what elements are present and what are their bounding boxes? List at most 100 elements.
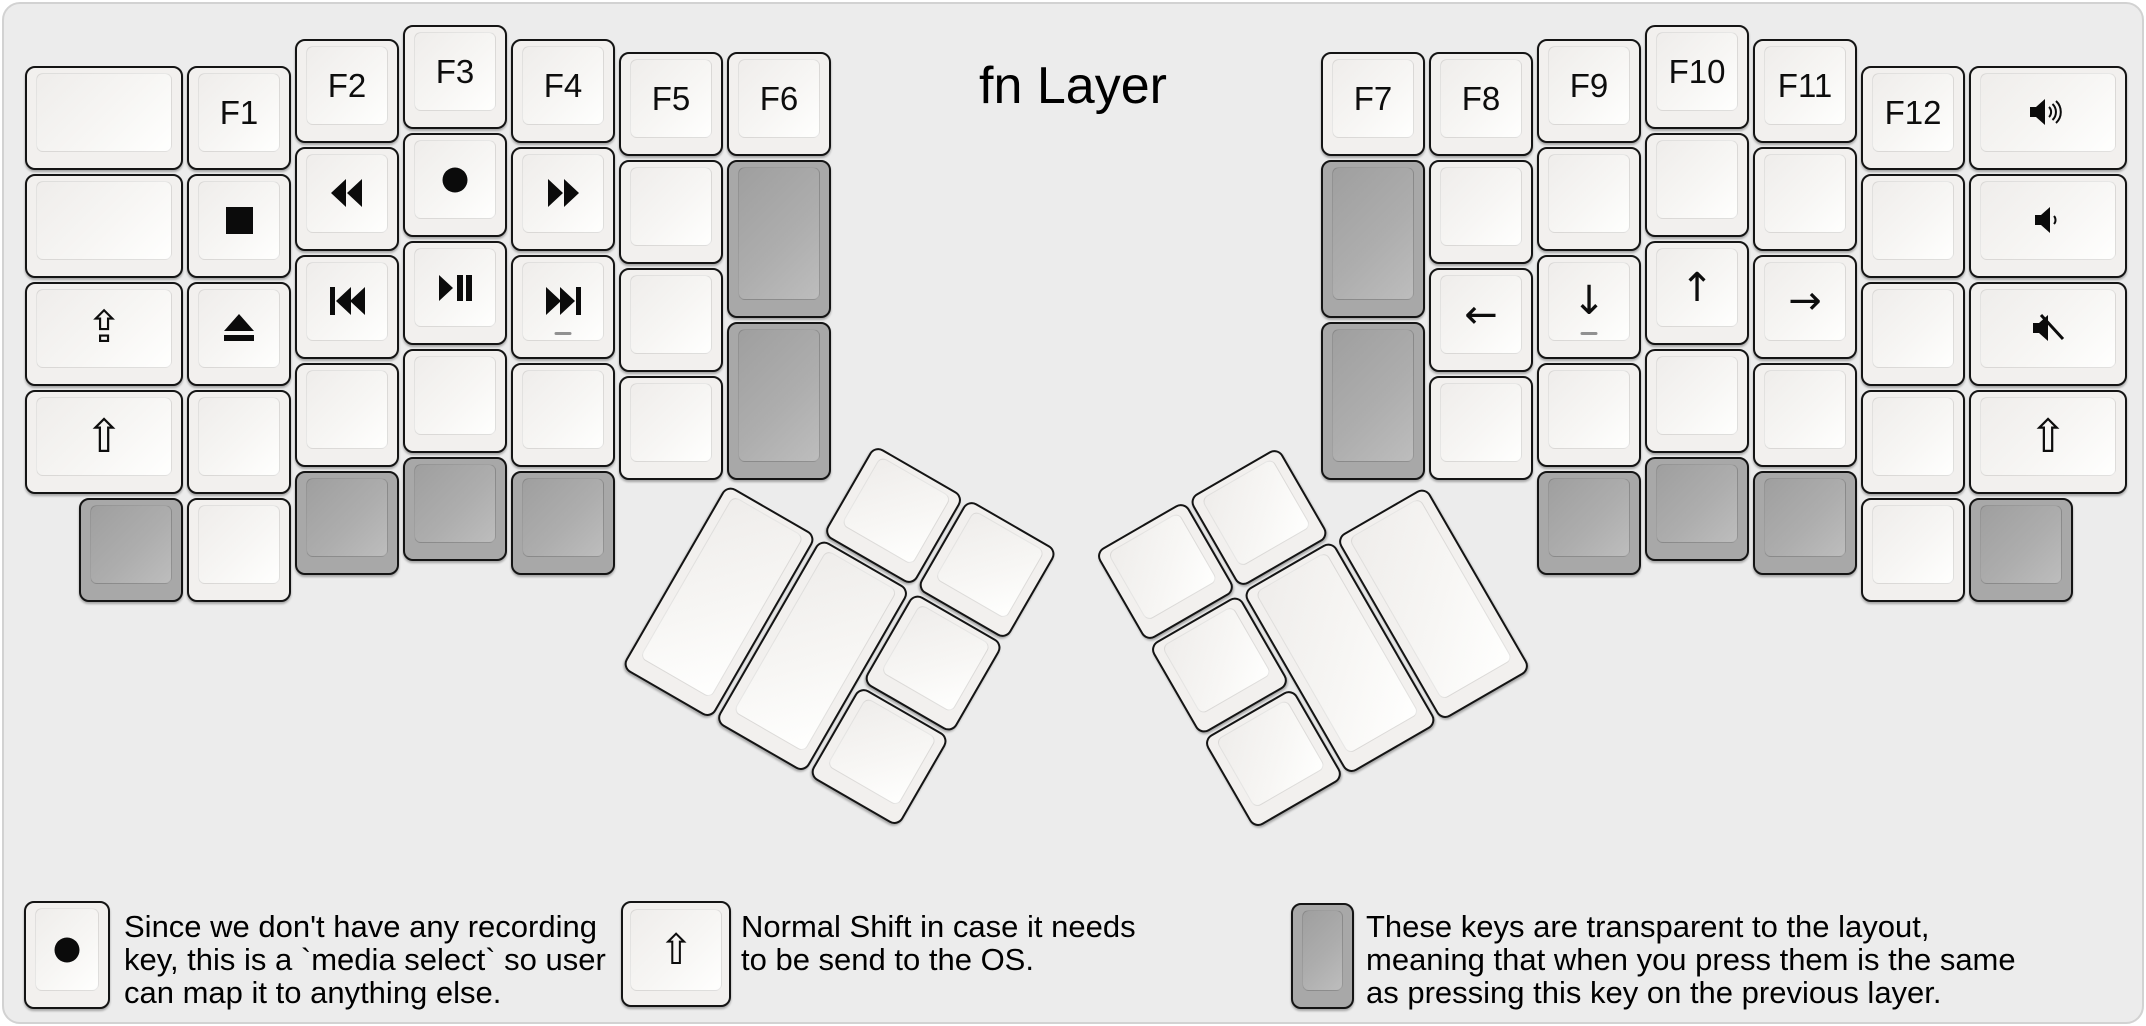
key-blank[interactable] [511,362,615,467]
key-f3[interactable]: F3 [403,25,507,129]
key-f10[interactable]: F10 [1645,25,1749,129]
key-label: F10 [1668,53,1726,90]
playpause-icon [438,274,472,302]
keycap-surface [306,261,388,341]
key-blank[interactable] [1753,146,1857,251]
key-blank[interactable] [619,376,723,480]
key-label: F7 [1353,80,1393,117]
key-label: F8 [1461,80,1501,117]
legend-transparent-text: These keys are transparent to the layout… [1366,909,2016,1010]
key-blank[interactable] [1861,281,1965,386]
keycap-surface [522,369,604,449]
keycap-surface [1764,477,1846,557]
key-blank[interactable] [1429,160,1533,264]
keycap-surface [198,288,280,368]
key-transparent[interactable] [1537,470,1641,575]
key-glyph: ↓ [1572,278,1606,324]
key-transparent[interactable] [403,457,507,561]
key-transparent[interactable] [511,470,615,575]
key-f8[interactable]: F8 [1429,52,1533,156]
key-blank[interactable] [1537,362,1641,467]
key-blank[interactable] [619,160,723,264]
key-blank[interactable] [1861,389,1965,494]
key-transparent[interactable] [79,497,183,602]
key-transparent[interactable] [1645,457,1749,561]
key-fast-forward[interactable] [511,146,615,251]
key-f11[interactable]: F11 [1753,38,1857,143]
key-next-track[interactable] [511,254,615,359]
key-arrow-right[interactable]: → [1753,254,1857,359]
key-blank[interactable] [25,65,183,170]
key-blank[interactable] [187,497,291,602]
key-caps-lock[interactable]: ⇪ [25,281,183,386]
key-record[interactable] [403,133,507,237]
key-blank[interactable] [1861,173,1965,278]
key-transparent[interactable] [1321,160,1425,318]
keycap-surface [414,464,496,543]
key-f6[interactable]: F6 [727,52,831,156]
legend-key-transparent [1291,903,1354,1009]
key-glyph: ⇪ [85,302,123,353]
keycap-surface [1656,356,1738,435]
keycap-surface: → [1764,261,1846,341]
key-blank[interactable] [187,389,291,494]
key-glyph: ⇧ [2028,409,2068,463]
key-stop[interactable] [187,173,291,278]
key-blank[interactable] [403,349,507,453]
keycap-surface [630,167,712,246]
key-arrow-up[interactable]: ↑ [1645,241,1749,345]
key-label: F5 [651,80,691,117]
key-transparent[interactable] [1969,497,2073,602]
keycap-surface [1980,180,2116,260]
key-arrow-left[interactable]: ← [1429,268,1533,372]
rewind-icon [331,179,363,207]
keycap-surface [306,153,388,233]
key-f12[interactable]: F12 [1861,65,1965,170]
key-glyph: ⇧ [84,409,124,463]
key-blank[interactable] [1645,349,1749,453]
legend-key-⇧: ⇧ [621,901,731,1007]
keycap-surface [90,504,172,584]
key-arrow-down[interactable]: ↓ [1537,254,1641,359]
key-blank[interactable] [1753,362,1857,467]
key-f5[interactable]: F5 [619,52,723,156]
keycap-surface [841,456,952,566]
key-label: F6 [759,80,799,117]
key-transparent[interactable] [1753,470,1857,575]
key-blank[interactable] [1861,497,1965,602]
key-blank[interactable] [25,173,183,278]
key-shift-right[interactable]: ⇧ [1969,389,2127,494]
key-f9[interactable]: F9 [1537,38,1641,143]
next-icon [545,287,581,315]
key-glyph: → [1788,278,1822,324]
key-transparent[interactable] [727,160,831,318]
key-mute[interactable] [1969,281,2127,386]
key-label: F4 [543,66,583,104]
key-blank[interactable] [1645,133,1749,237]
key-f4[interactable]: F4 [511,38,615,143]
keycap-surface [198,180,280,260]
key-rewind[interactable] [295,146,399,251]
key-blank[interactable] [1537,146,1641,251]
key-volume-up[interactable] [1969,65,2127,170]
keycap-surface [306,369,388,449]
key-glyph: ← [1464,291,1498,338]
key-blank[interactable] [295,362,399,467]
keycap-surface [630,383,712,462]
key-f7[interactable]: F7 [1321,52,1425,156]
key-transparent[interactable] [1321,322,1425,480]
key-shift-left[interactable]: ⇧ [25,389,183,494]
key-blank[interactable] [1429,376,1533,480]
key-f2[interactable]: F2 [295,38,399,143]
key-f1[interactable]: F1 [187,65,291,170]
key-blank[interactable] [619,268,723,372]
key-prev-track[interactable] [295,254,399,359]
keycap-surface [1980,504,2062,584]
key-eject[interactable] [187,281,291,386]
eject-icon [223,314,255,342]
key-transparent[interactable] [727,322,831,480]
key-volume-down[interactable] [1969,173,2127,278]
key-transparent[interactable] [295,470,399,575]
key-play-pause[interactable] [403,241,507,345]
